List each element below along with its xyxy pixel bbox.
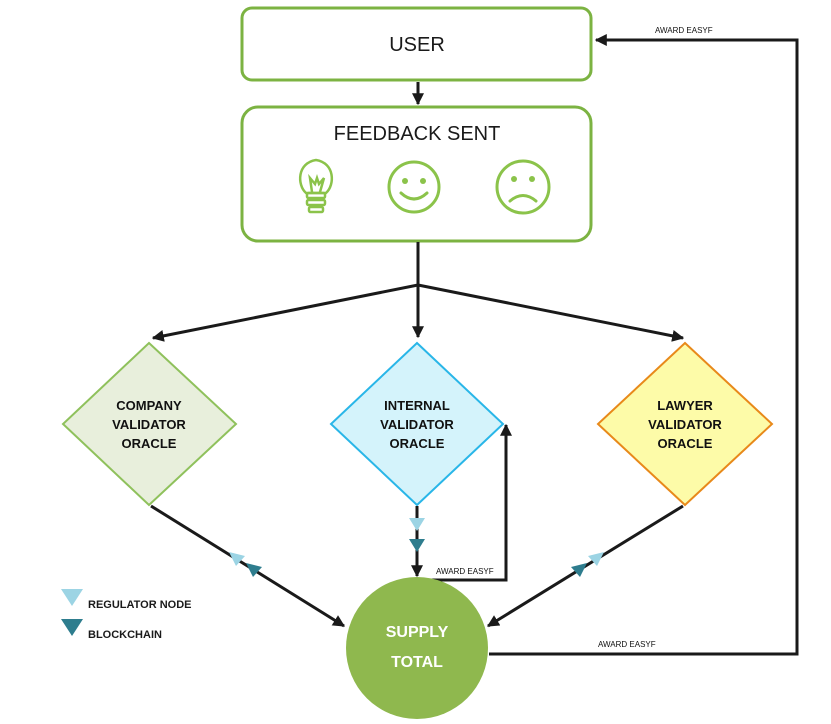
company-blockchain-icon xyxy=(246,563,262,577)
company-oracle-line1: COMPANY xyxy=(116,398,182,413)
user-label: USER xyxy=(389,34,445,56)
lawyer-oracle-diamond xyxy=(596,341,774,507)
company-oracle-diamond xyxy=(61,341,238,507)
internal-award-label: AWARD EASYF xyxy=(436,567,494,576)
feedback-box xyxy=(240,105,593,243)
split-to-lawyer-arrow xyxy=(417,283,685,342)
split-to-company-arrow xyxy=(151,283,419,342)
smiley-icon xyxy=(387,160,441,214)
lightbulb-icon xyxy=(298,158,334,214)
legend-blockchain-icon xyxy=(61,619,83,636)
legend-blockchain-label: BLOCKCHAIN xyxy=(88,629,162,641)
lawyer-oracle-line2: VALIDATOR xyxy=(648,417,722,432)
company-oracle-line3: ORACLE xyxy=(122,436,177,451)
top-award-label: AWARD EASYF xyxy=(655,26,713,35)
company-regulator-node-icon xyxy=(229,552,245,566)
lawyer-blockchain-icon xyxy=(571,563,587,577)
internal-oracle-line2: VALIDATOR xyxy=(380,417,454,432)
supply-to-user-award-arrow xyxy=(489,34,799,656)
lawyer-oracle-line1: LAWYER xyxy=(657,398,713,413)
internal-oracle-line1: INTERNAL xyxy=(384,398,450,413)
sad-face-icon xyxy=(495,159,551,215)
feedback-label: FEEDBACK SENT xyxy=(334,123,501,145)
supply-total-circle xyxy=(346,577,488,719)
lawyer-regulator-node-icon xyxy=(588,552,604,566)
company-oracle-line2: VALIDATOR xyxy=(112,417,186,432)
legend-regulator-label: REGULATOR NODE xyxy=(88,599,192,611)
internal-regulator-node-icon xyxy=(409,518,425,531)
user-box xyxy=(240,6,593,82)
supply-total-line1: SUPPLY xyxy=(386,624,449,641)
internal-oracle-line3: ORACLE xyxy=(390,436,445,451)
lawyer-oracle-line3: ORACLE xyxy=(658,436,713,451)
supply-total-line2: TOTAL xyxy=(391,654,443,671)
internal-award-loop-arrow xyxy=(418,423,512,582)
internal-blockchain-icon xyxy=(409,539,425,552)
legend-regulator-node-icon xyxy=(61,589,83,606)
bottom-award-label: AWARD EASYF xyxy=(598,640,656,649)
internal-oracle-diamond xyxy=(329,341,505,507)
